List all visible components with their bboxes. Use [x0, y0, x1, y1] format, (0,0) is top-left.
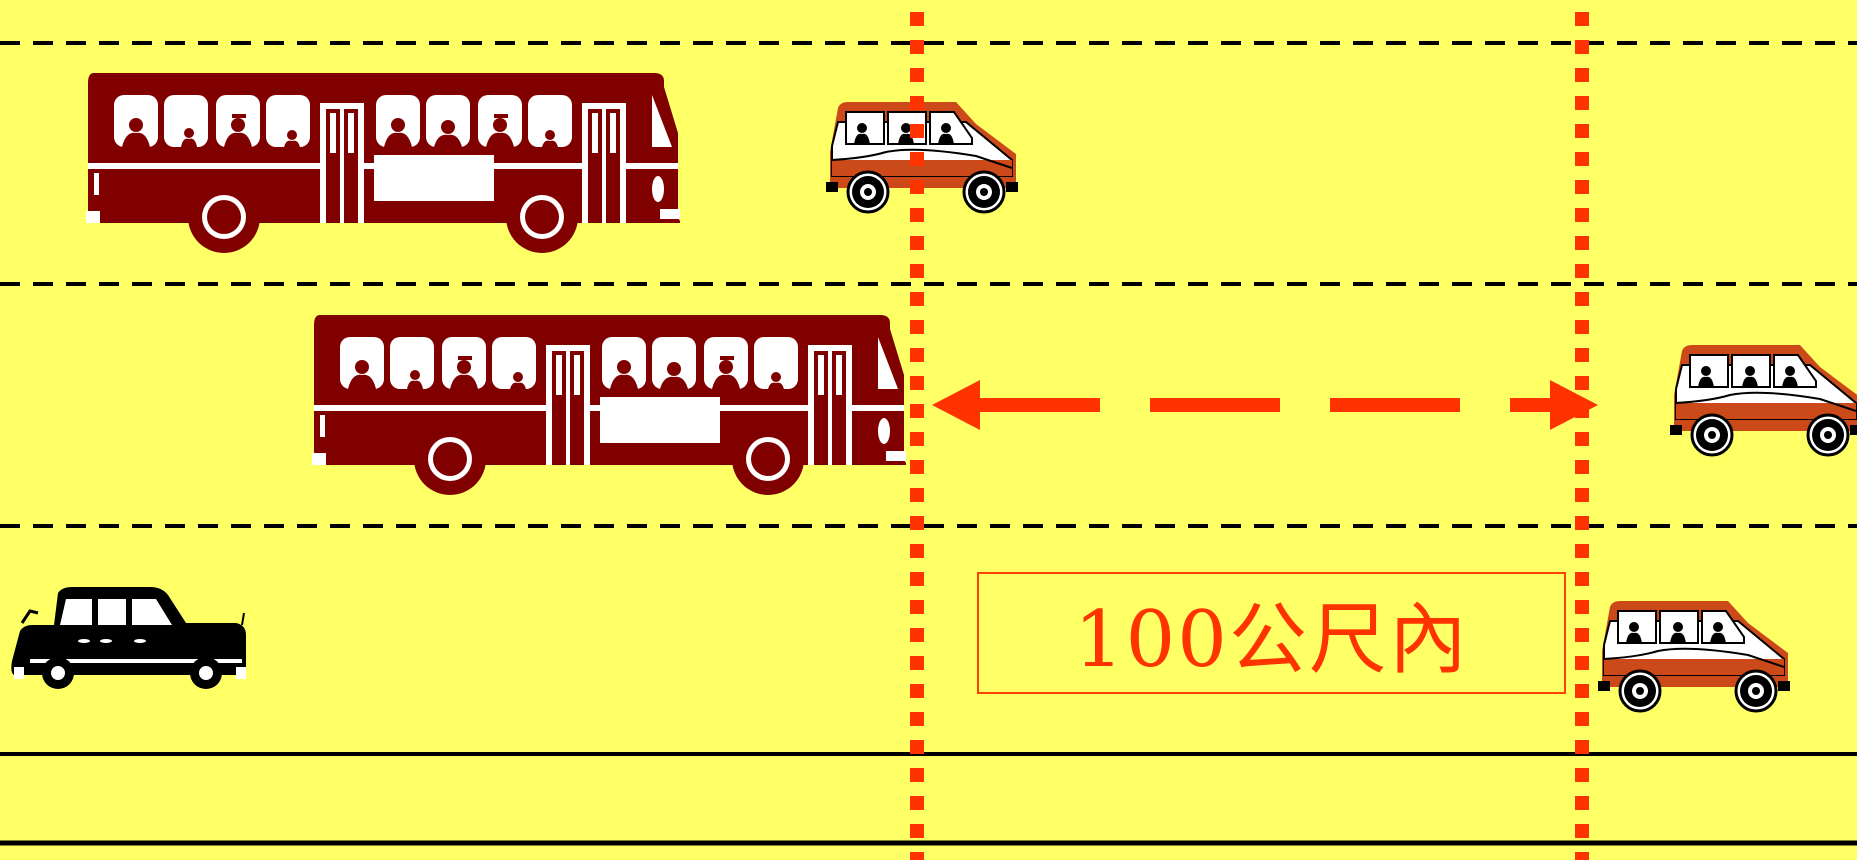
van-middle — [1670, 345, 1857, 455]
car-bottom — [9, 585, 248, 691]
distance-arrow — [932, 380, 1598, 430]
van-bottom — [1598, 601, 1790, 711]
distance-label: 100公尺內 — [1074, 595, 1469, 685]
arrowhead-right-icon — [1550, 380, 1598, 430]
bus-middle — [312, 315, 906, 495]
bus-top — [86, 73, 680, 253]
distance-markers — [910, 12, 1589, 860]
lane-lines — [0, 41, 1857, 846]
distance-label-box: 100公尺內 — [977, 572, 1566, 694]
arrowhead-left-icon — [932, 380, 980, 430]
